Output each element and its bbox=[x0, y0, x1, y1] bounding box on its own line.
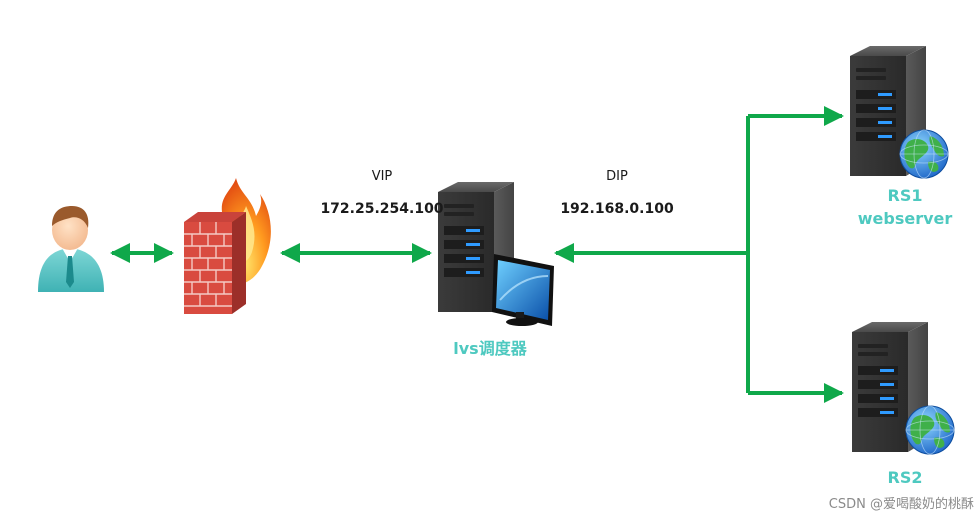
vip-title: VIP bbox=[372, 169, 393, 184]
lvs-label: lvs调度器 bbox=[453, 339, 527, 358]
connectors bbox=[110, 106, 844, 403]
server-with-monitor-icon bbox=[438, 182, 554, 326]
user-icon bbox=[38, 206, 104, 292]
rs1-name: RS1 bbox=[888, 186, 923, 205]
dip-address: 192.168.0.100 bbox=[560, 201, 674, 217]
rs1-role: webserver bbox=[858, 209, 953, 228]
firewall-icon bbox=[184, 178, 271, 314]
rs2-web-server-icon bbox=[852, 322, 955, 456]
rs1-web-server-icon bbox=[850, 46, 949, 180]
rs2-name: RS2 bbox=[888, 468, 923, 487]
vip-address: 172.25.254.100 bbox=[320, 201, 443, 217]
dip-title: DIP bbox=[606, 169, 628, 184]
watermark: CSDN @爱喝酸奶的桃酥 bbox=[829, 496, 974, 512]
